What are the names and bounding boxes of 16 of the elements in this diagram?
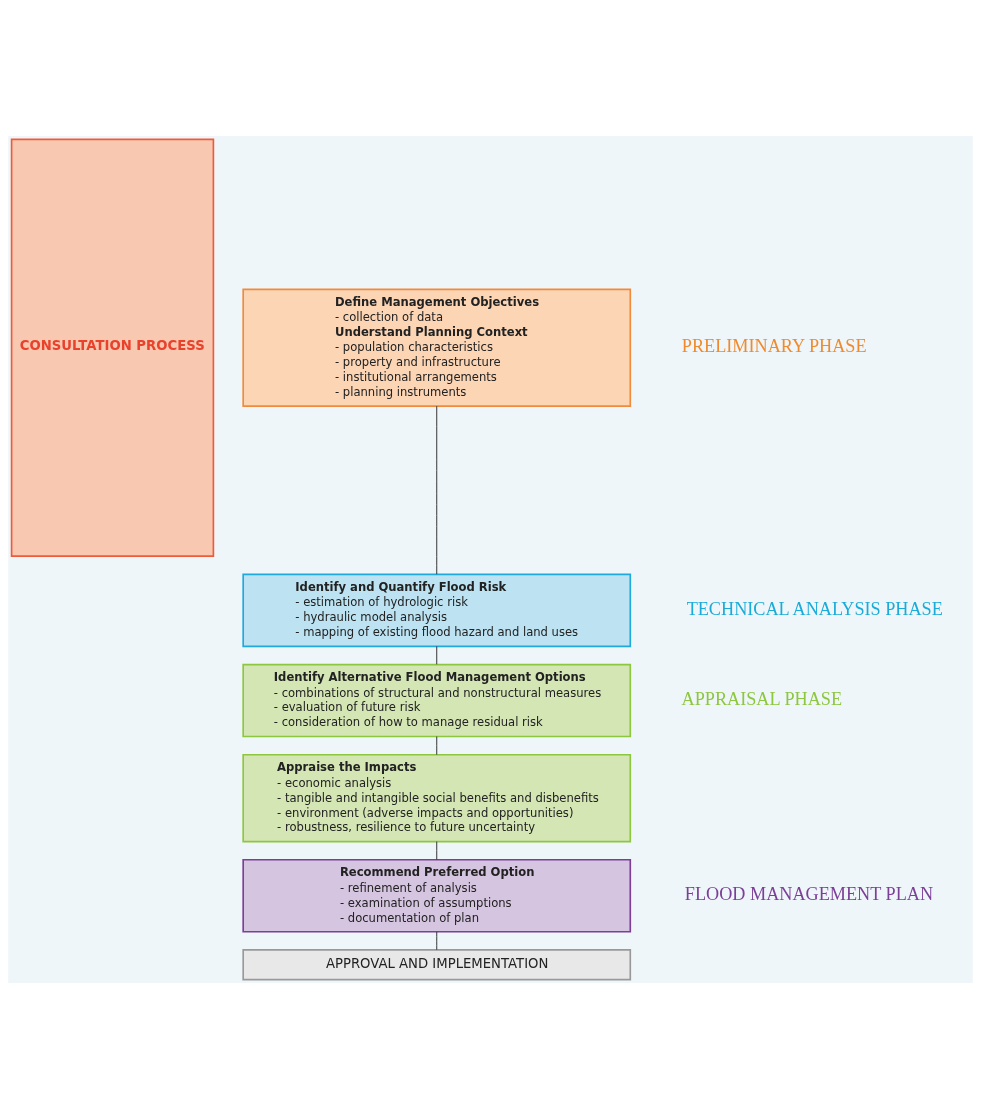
connector	[436, 645, 438, 665]
connector	[436, 930, 438, 950]
node-box: Appraise the Impacts - economic analysis - tangible and intangible social benefits and disbenefits - environment (adverse impacts and opportunities) - robustness, resilience to future uncertainty	[242, 753, 632, 842]
connector	[436, 405, 438, 575]
node-box: Define Management Objectives - collection of data Understand Planning Context - population characteristics - property and infrastructure - institutional arrangements - planning instruments	[242, 288, 632, 407]
connector	[436, 735, 438, 755]
node-box: Identify Alternative Flood Management Options - combinations of structural and nonstructural measures - evaluation of future risk - consideration of how to manage residual risk	[242, 663, 632, 737]
label: PRELIMINARY PHASE	[681, 335, 867, 356]
label: TECHNICAL ANALYSIS PHASE	[686, 598, 943, 619]
connector	[436, 840, 438, 860]
node-box: Recommend Preferred Option - refinement of analysis - examination of assumptions - documentation of plan	[242, 858, 632, 933]
node-box: Identify and Quantify Flood Risk - estimation of hydrologic risk - hydraulic model analysis - mapping of existing flood hazard and land uses	[242, 573, 632, 647]
node-box: CONSULTATION PROCESS	[10, 138, 215, 557]
node-box: APPROVAL AND IMPLEMENTATION	[242, 948, 632, 980]
label: FLOOD MANAGEMENT PLAN	[684, 883, 934, 904]
label: APPRAISAL PHASE	[681, 688, 843, 709]
